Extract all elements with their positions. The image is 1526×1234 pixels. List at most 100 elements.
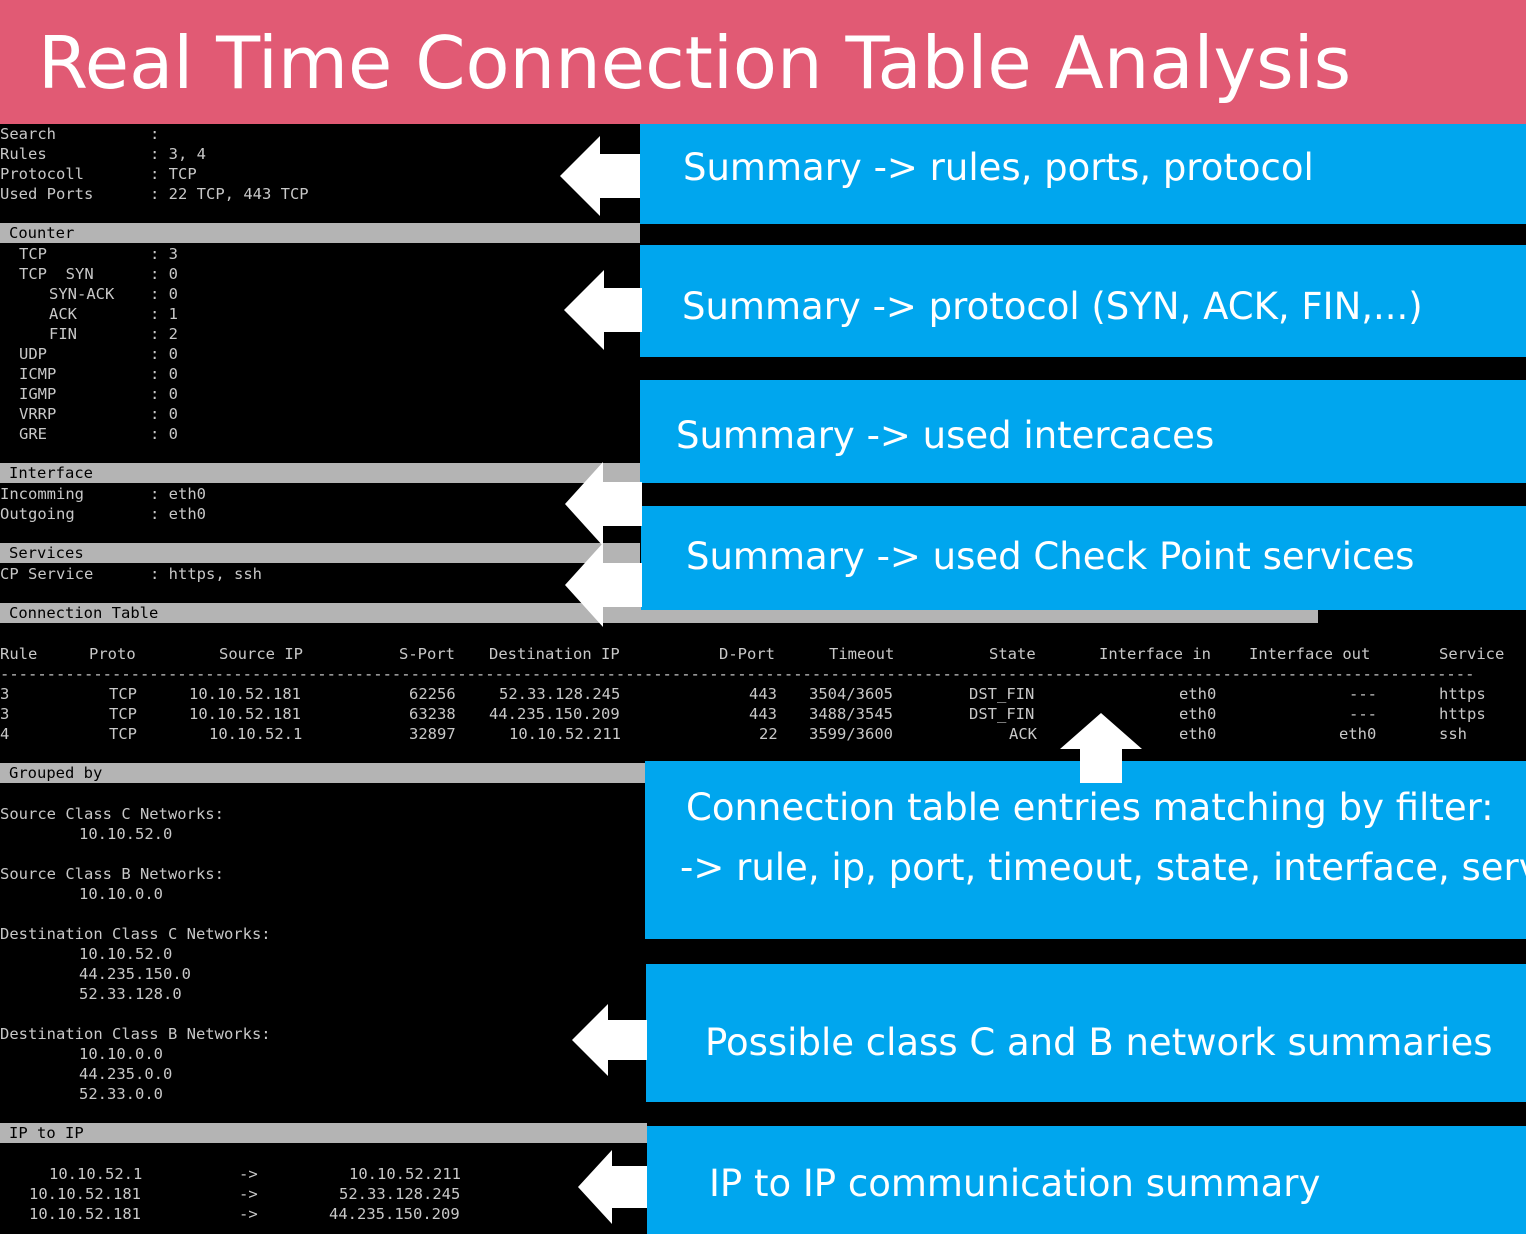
column-header: State bbox=[989, 645, 1036, 663]
dst-class-c-label: Destination Class C Networks: bbox=[0, 925, 271, 943]
table-cell: https bbox=[1439, 685, 1486, 703]
column-header: S-Port bbox=[399, 645, 455, 663]
column-header: Service bbox=[1439, 645, 1505, 663]
counter-label: VRRP bbox=[19, 405, 57, 423]
callout-connection-table: Connection table entries matching by fil… bbox=[645, 761, 1526, 939]
table-cell: 44.235.150.209 bbox=[489, 705, 620, 723]
arrow-left-icon bbox=[565, 543, 642, 627]
dst-class-b-label: Destination Class B Networks: bbox=[0, 1025, 271, 1043]
counter-label: ICMP bbox=[19, 365, 57, 383]
rules-value: : 3, 4 bbox=[150, 145, 206, 163]
arrow-left-icon bbox=[560, 136, 640, 216]
ip-arrow: -> bbox=[239, 1205, 258, 1223]
table-cell: https bbox=[1439, 705, 1486, 723]
ip-arrow: -> bbox=[239, 1185, 258, 1203]
protocoll-value: : TCP bbox=[150, 165, 197, 183]
column-header: Destination IP bbox=[489, 645, 620, 663]
column-header: Proto bbox=[89, 645, 136, 663]
incomming-label: Incomming bbox=[0, 485, 84, 503]
column-header: Source IP bbox=[219, 645, 303, 663]
column-header: Timeout bbox=[829, 645, 895, 663]
src-class-c-label: Source Class C Networks: bbox=[0, 805, 224, 823]
table-cell: eth0 bbox=[1179, 705, 1217, 723]
table-cell: ACK bbox=[1009, 725, 1037, 743]
counter-value: : 1 bbox=[150, 305, 178, 323]
network-entry: 52.33.128.0 bbox=[79, 985, 182, 1003]
column-header: Interface in bbox=[1099, 645, 1211, 663]
table-cell: 443 bbox=[749, 705, 777, 723]
grouped-by-header: Grouped by bbox=[0, 763, 645, 783]
table-cell: 10.10.52.181 bbox=[189, 705, 301, 723]
callout-ip-to-ip: IP to IP communication summary bbox=[647, 1126, 1526, 1234]
used-ports-value: : 22 TCP, 443 TCP bbox=[150, 185, 309, 203]
table-cell: 443 bbox=[749, 685, 777, 703]
table-cell: 52.33.128.245 bbox=[499, 685, 621, 703]
callout-text: Summary -> used intercaces bbox=[676, 414, 1215, 457]
counter-label: TCP bbox=[19, 245, 47, 263]
table-cell: --- bbox=[1349, 705, 1377, 723]
callout-text: Summary -> used Check Point services bbox=[686, 535, 1415, 578]
table-cell: 63238 bbox=[409, 705, 456, 723]
counter-value: : 0 bbox=[150, 425, 178, 443]
table-cell: 4 bbox=[0, 725, 10, 743]
table-cell: TCP bbox=[109, 685, 137, 703]
table-cell: 62256 bbox=[409, 685, 456, 703]
search-value: : bbox=[150, 125, 160, 143]
counter-label: GRE bbox=[19, 425, 47, 443]
arrow-left-icon bbox=[572, 1004, 647, 1076]
callout-interfaces: Summary -> used intercaces bbox=[640, 380, 1526, 483]
counter-label: TCP SYN bbox=[19, 265, 94, 283]
table-cell: 3599/3600 bbox=[809, 725, 893, 743]
network-entry: 10.10.0.0 bbox=[79, 1045, 163, 1063]
search-label: Search bbox=[0, 125, 56, 143]
counter-header: Counter bbox=[0, 223, 640, 243]
column-header: Interface out bbox=[1249, 645, 1371, 663]
outgoing-value: : eth0 bbox=[150, 505, 206, 523]
counter-value: : 0 bbox=[150, 405, 178, 423]
table-cell: 3 bbox=[0, 685, 10, 703]
ip-dst: 10.10.52.211 bbox=[349, 1165, 461, 1183]
table-cell: DST_FIN bbox=[969, 685, 1035, 703]
table-cell: DST_FIN bbox=[969, 705, 1035, 723]
network-entry: 44.235.0.0 bbox=[79, 1065, 173, 1083]
incomming-value: : eth0 bbox=[150, 485, 206, 503]
counter-label: UDP bbox=[19, 345, 47, 363]
table-cell: 3488/3545 bbox=[809, 705, 893, 723]
counter-label: ACK bbox=[49, 305, 77, 323]
ip-src: 10.10.52.181 bbox=[29, 1205, 141, 1223]
network-entry: 10.10.0.0 bbox=[79, 885, 163, 903]
table-cell: TCP bbox=[109, 725, 137, 743]
rules-label: Rules bbox=[0, 145, 47, 163]
arrow-left-icon bbox=[564, 270, 642, 350]
cp-service-label: CP Service bbox=[0, 565, 94, 583]
table-separator: ----------------------------------------… bbox=[0, 665, 1475, 683]
column-header: Rule bbox=[0, 645, 38, 663]
protocoll-label: Protocoll bbox=[0, 165, 84, 183]
src-class-b-label: Source Class B Networks: bbox=[0, 865, 224, 883]
table-cell: ssh bbox=[1439, 725, 1467, 743]
table-cell: 10.10.52.211 bbox=[509, 725, 621, 743]
network-entry: 44.235.150.0 bbox=[79, 965, 191, 983]
arrow-up-icon bbox=[1060, 713, 1142, 783]
ip-src: 10.10.52.1 bbox=[49, 1165, 143, 1183]
counter-label: SYN-ACK bbox=[49, 285, 115, 303]
table-cell: eth0 bbox=[1179, 725, 1217, 743]
callout-text: Possible class C and B network summaries bbox=[705, 1021, 1493, 1064]
callout-services: Summary -> used Check Point services bbox=[641, 506, 1526, 610]
column-header: D-Port bbox=[719, 645, 775, 663]
table-cell: 3504/3605 bbox=[809, 685, 893, 703]
table-cell: 22 bbox=[759, 725, 778, 743]
counter-label: IGMP bbox=[19, 385, 57, 403]
used-ports-label: Used Ports bbox=[0, 185, 94, 203]
table-cell: eth0 bbox=[1179, 685, 1217, 703]
table-cell: --- bbox=[1349, 685, 1377, 703]
counter-value: : 0 bbox=[150, 265, 178, 283]
interface-header: Interface bbox=[0, 463, 640, 483]
counter-label: FIN bbox=[49, 325, 77, 343]
title-banner: Real Time Connection Table Analysis bbox=[0, 0, 1526, 124]
callout-protocol: Summary -> protocol (SYN, ACK, FIN,...) bbox=[640, 245, 1526, 357]
counter-value: : 0 bbox=[150, 365, 178, 383]
table-cell: eth0 bbox=[1339, 725, 1377, 743]
table-cell: 3 bbox=[0, 705, 10, 723]
callout-network-summaries: Possible class C and B network summaries bbox=[646, 964, 1526, 1102]
